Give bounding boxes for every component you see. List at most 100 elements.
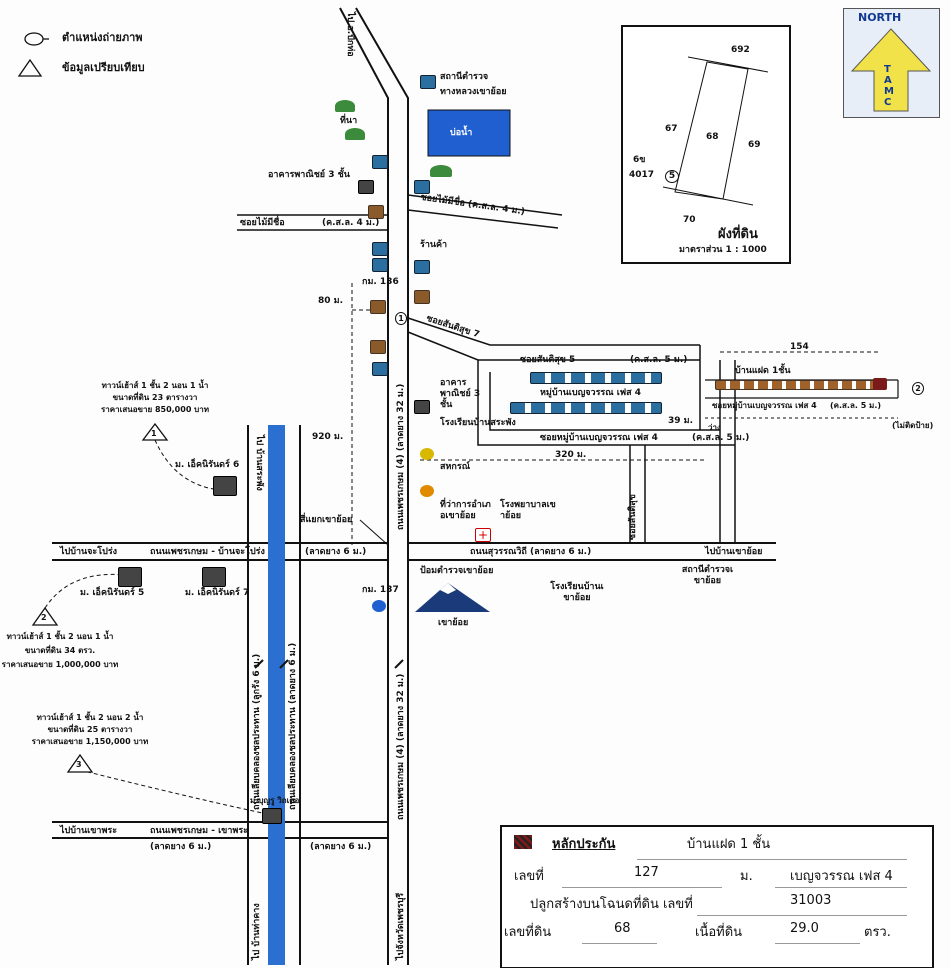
info-building-type: บ้านแฝด 1 ชั้น xyxy=(687,837,771,852)
lot-68: 68 xyxy=(706,132,719,142)
label-shop: ร้านค้า xyxy=(420,240,448,250)
info-lot-no: 68 xyxy=(614,921,631,936)
comparable-3-type: ทาวน์เฮ้าส์ 1 ชั้น 2 นอน 2 น้ำ xyxy=(36,713,144,722)
info-area-unit: ตรว. xyxy=(864,925,891,940)
shop-icon xyxy=(370,300,386,314)
comparable-2-type: ทาวน์เฮ้าส์ 1 ชั้น 2 นอน 1 น้ำ xyxy=(6,632,114,641)
label-road-chaproeng: ถนนเพชรเกษม - บ้านจะโปร่ง xyxy=(150,547,265,557)
label-village7: ม. เอ็คนิรันดร์ 7 xyxy=(185,588,250,598)
label-field: ที่นา xyxy=(340,116,358,126)
comparable-2-price: ราคาเสนอขาย 1,000,000 บาท xyxy=(1,660,119,669)
label-mountain: เขาย้อย xyxy=(438,618,469,628)
info-deed-label: ปลูกสร้างบนโฉนดที่ดิน เลขที่ xyxy=(530,897,693,912)
tree-icon xyxy=(430,165,452,177)
info-title: หลักประกัน xyxy=(552,837,616,852)
label-154: 154 xyxy=(790,342,809,352)
label-320m: 320 ม. xyxy=(555,450,587,460)
field-icon xyxy=(345,128,365,140)
comparable-3-number: 3 xyxy=(76,760,82,769)
label-district-office: ที่ว่าการอำเภอเขาย้อย xyxy=(440,500,491,521)
lot-69: 69 xyxy=(748,140,761,150)
label-canal-road-west: ถนนเลียบคลองชลประทาน (ลูกรัง 6 ม.) xyxy=(252,653,262,810)
label-to-sapang: ไป บ้านสระพัง xyxy=(254,435,264,491)
house-icon xyxy=(414,180,430,194)
label-coop: สหกรณ์ xyxy=(440,462,471,472)
label-collateral-house: บ้านแฝด 1ชั้น xyxy=(735,366,791,376)
village-icon xyxy=(118,567,142,587)
village-icon xyxy=(262,808,282,824)
label-main-road-south: ถนนเพชรเกษม (4) (ลาดยาง 32 ม.) xyxy=(396,673,406,820)
label-soi-maimeechue-left: ซอยไม้มีชื่อ xyxy=(240,218,285,228)
shop-icon xyxy=(368,205,384,219)
label-road-surface: (ลาดยาง 6 ม.) xyxy=(305,547,367,557)
photo-point-1: 1 xyxy=(395,312,407,325)
label-village6: ม. เอ็คนิรันดร์ 6 xyxy=(175,460,240,470)
label-junction: สี่แยกเขาย้อย xyxy=(300,515,353,525)
comparable-3-price: ราคาเสนอขาย 1,150,000 บาท xyxy=(31,737,149,746)
collateral-info-box: หลักประกัน บ้านแฝด 1 ชั้น เลขที่ 127 ม. … xyxy=(500,825,934,968)
north-label: NORTH xyxy=(858,11,902,24)
label-commercial: อาคารพาณิชย์ 3 ชั้น xyxy=(268,170,350,180)
photo-point-2: 2 xyxy=(912,382,924,395)
label-village-boonyu: ม.บุญรู วิถเดอ xyxy=(250,796,300,805)
comparable-3-size: ขนาดที่ดิน 25 ตารางวา xyxy=(47,725,133,734)
village-houses xyxy=(510,402,662,414)
north-arrow: NORTH TAMC xyxy=(843,8,940,118)
label-to-thakham: ไป บ้านท่าคาง xyxy=(252,903,262,960)
north-arrow-icon xyxy=(850,28,932,112)
comparable-2-number: 2 xyxy=(41,613,47,622)
label-to-pakthor: ไป อ.ปักท่อ xyxy=(345,12,355,57)
label-soi-village-right-surface: (ค.ส.ล. 5 ม.) xyxy=(830,401,882,410)
hospital-icon: + xyxy=(475,528,491,542)
label-soi-surface: (ค.ส.ล. 4 ม.) xyxy=(322,218,380,228)
house-icon xyxy=(372,362,388,376)
label-soi-santisuk: ซอยสันติสุข xyxy=(628,494,638,540)
label-main-road: ถนนเพชรเกษม (4) (ลาดยาง 32 ม.) xyxy=(396,383,406,530)
lot-70: 70 xyxy=(683,215,696,225)
lot-6kh: 6ข xyxy=(633,155,646,165)
label-920m: 920 ม. xyxy=(312,432,344,442)
label-no-sign: (ไม่ติดป้าย) xyxy=(892,421,934,430)
comparable-2: ทาวน์เฮ้าส์ 1 ชั้น 2 นอน 1 น้ำ ขนาดที่ดิ… xyxy=(0,630,120,672)
village-icon xyxy=(213,476,237,496)
org-label: TAMC xyxy=(884,64,894,108)
info-lot-label: เลขที่ดิน xyxy=(504,925,552,940)
label-hospital: โรงพยาบาลเขาย้อย xyxy=(500,500,556,521)
info-village: เบญจวรรณ เฟส 4 xyxy=(790,869,893,884)
photo-point-5: 5 xyxy=(665,170,679,183)
label-school-khaoyoi: โรงเรียนบ้านเขาย้อย xyxy=(550,582,604,603)
house-icon xyxy=(414,260,430,274)
field-icon xyxy=(335,100,355,112)
label-soi-village: ซอยหมู่บ้านเบญจวรรณ เฟส 4 xyxy=(540,433,658,443)
lot-692: 692 xyxy=(731,45,750,55)
label-soi-santisuk5: ซอยสันติสุข 5 xyxy=(520,355,576,365)
comparable-2-size: ขนาดที่ดิน 34 ตรว. xyxy=(24,646,96,655)
label-to-khaophra: ไปบ้านเขาพระ xyxy=(60,826,118,836)
house-icon xyxy=(372,242,388,256)
land-plan: 692 67 68 69 6ข 4017 5 70 ผังที่ดิน มาตร… xyxy=(621,25,791,264)
comparable-1-number: 1 xyxy=(151,429,157,438)
label-village: หมู่บ้านเบญจวรรณ เฟส 4 xyxy=(540,388,642,398)
label-road-suwanwithi: ถนนสุวรรณวิถี (ลาดยาง 6 ม.) xyxy=(470,547,592,557)
label-pond: บ่อน้ำ xyxy=(450,128,473,138)
shop-icon xyxy=(370,340,386,354)
comparable-1-size: ขนาดที่ดิน 23 ตารางวา xyxy=(112,393,198,402)
collateral-marker xyxy=(873,378,887,390)
label-road-khaophra: ถนนเพชรเกษม - เขาพระ xyxy=(150,826,248,836)
lot-67: 67 xyxy=(665,124,678,134)
label-soi-village-right: ซอยหมู่บ้านเบญจวรรณ เฟส 4 xyxy=(712,401,817,410)
label-to-khaoyoi: ไปบ้านเขาย้อย xyxy=(705,547,763,557)
label-to-phetchaburi: ไปจังหวัดเพชรบุรี xyxy=(396,892,406,960)
comparable-3: ทาวน์เฮ้าส์ 1 ชั้น 2 นอน 2 น้ำ ขนาดที่ดิ… xyxy=(30,712,150,748)
label-to-chaproeng: ไปบ้านจะโปร่ง xyxy=(60,547,118,557)
plan-scale: มาตราส่วน 1 : 1000 xyxy=(679,245,767,255)
lot-4017: 4017 xyxy=(629,170,655,180)
info-deed-no: 31003 xyxy=(790,893,832,908)
label-km136: กม. 136 xyxy=(362,277,399,287)
village-icon xyxy=(202,567,226,587)
label-80m: 80 ม. xyxy=(318,296,344,306)
village-houses xyxy=(530,372,662,384)
shell-icon xyxy=(420,485,434,497)
label-police: สถานีตำรวจ xyxy=(440,72,489,82)
